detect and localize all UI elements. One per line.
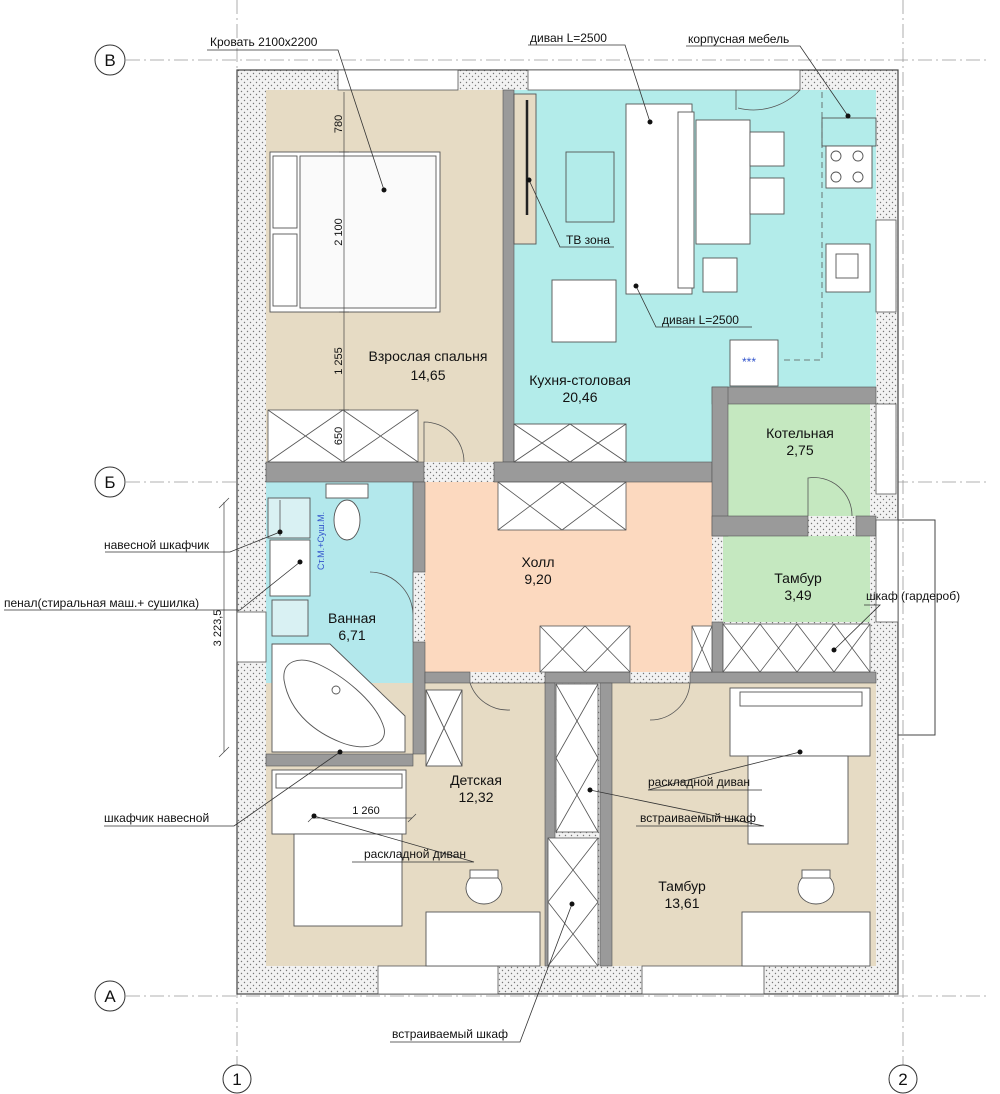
vestibule-wardrobe	[722, 623, 871, 673]
label-tv: ТВ зона	[566, 233, 610, 247]
room-boiler-area: 2,75	[786, 442, 813, 458]
leader-lines	[4, 44, 881, 1043]
dim-2100: 2 100	[333, 218, 345, 246]
bath-dim-line	[218, 497, 230, 758]
kitchen-counter-edge	[784, 92, 823, 361]
room2-furniture	[729, 687, 871, 967]
room-kids-name: Детская	[450, 772, 502, 788]
double-bed	[269, 151, 441, 313]
room-bedroom-area: 14,65	[410, 367, 445, 383]
room-room2-name: Тамбур	[658, 878, 706, 894]
dim-780: 780	[333, 115, 345, 133]
bedroom-dim-line	[339, 92, 349, 462]
dim-650: 650	[333, 427, 345, 445]
dim-3223: 3 223,5	[212, 610, 224, 647]
boiler-door	[807, 477, 853, 517]
label-wardrobe: шкаф (гардероб)	[866, 589, 960, 603]
hall-door-kids	[469, 682, 545, 711]
dim-1260: 1 260	[352, 805, 380, 817]
axis-bubble-row-a: А	[94, 980, 126, 1012]
axis-label: Б	[104, 473, 115, 492]
hall-wardrobes	[497, 481, 713, 673]
label-cabinet: корпусная мебель	[688, 32, 789, 46]
axis-label: В	[104, 51, 115, 70]
room-bath-area: 6,71	[338, 627, 365, 643]
label-builtin-right: встраиваемый шкаф	[640, 811, 756, 825]
label-wall-cabinet: навесной шкафчик	[104, 538, 210, 552]
dim-1255: 1 255	[333, 347, 345, 375]
bathroom-fixtures	[267, 483, 406, 753]
hall-door-room2	[630, 682, 691, 721]
room-hall-area: 9,20	[524, 571, 551, 587]
room-vestibule-floor	[723, 536, 870, 622]
label-bed: Кровать 2100х2200	[210, 35, 318, 49]
room-kitchen-area: 20,46	[562, 389, 597, 405]
leader-dots	[277, 113, 851, 907]
porch-outline	[898, 519, 936, 736]
label-penal: пенал(стиральная маш.+ сушилка)	[4, 596, 199, 610]
room-vestibule-name: Тамбур	[774, 570, 822, 586]
room-boiler-name: Котельная	[766, 425, 834, 441]
room-kids-area: 12,32	[458, 789, 493, 805]
axis-bubble-row-v: В	[94, 44, 126, 76]
room-kitchen-name: Кухня-столовая	[529, 372, 631, 388]
kitchen-furniture	[513, 93, 877, 463]
room-boiler-floor	[728, 404, 870, 516]
axis-bubble-row-b: Б	[94, 466, 126, 498]
label-sofa-top: диван L=2500	[530, 31, 607, 45]
windows	[236, 69, 899, 995]
room-bath-name: Ванная	[328, 610, 376, 626]
room-vestibule-area: 3,49	[784, 587, 811, 603]
axis-bubble-col-2: 2	[888, 1064, 918, 1094]
kitchen-door	[735, 89, 801, 111]
room-bedroom-name: Взрослая спальня	[369, 348, 488, 364]
washer-label: Ст.М.+Суш.М.	[316, 512, 326, 570]
room-hall-name: Холл	[522, 554, 555, 570]
hall-door-bath	[369, 571, 414, 642]
stars-label: ***	[742, 355, 756, 369]
bedroom-door	[423, 421, 465, 463]
axis-bubble-col-1: 1	[222, 1064, 252, 1094]
label-sofa-mid: диван L=2500	[662, 313, 739, 327]
axis-label: А	[104, 987, 116, 1006]
axis-label: 2	[898, 1070, 907, 1089]
label-fold-sofa-left: раскладной диван	[364, 847, 466, 861]
kids-furniture	[271, 689, 541, 967]
interior-walls	[265, 89, 877, 967]
room-room2-area: 13,61	[664, 895, 699, 911]
axis-label: 1	[232, 1070, 241, 1089]
label-builtin-bottom: встраиваемый шкаф	[392, 1027, 508, 1041]
label-hanging-cabinet: шкафчик навесной	[104, 811, 209, 825]
label-fold-sofa-right: раскладной диван	[648, 775, 750, 789]
